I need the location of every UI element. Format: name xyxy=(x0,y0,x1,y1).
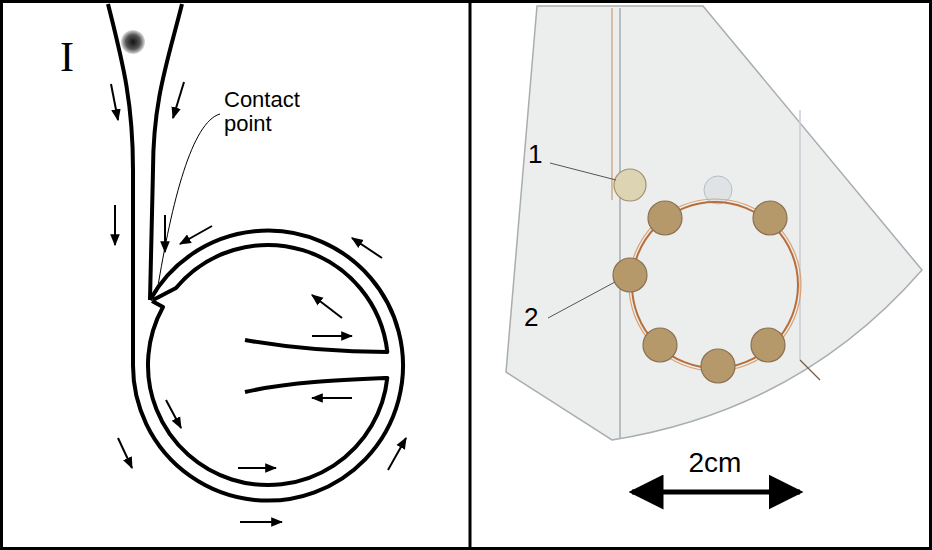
current-arrow xyxy=(111,84,118,120)
current-arrow xyxy=(388,438,406,470)
coin-disk xyxy=(753,201,787,235)
callout-number: 1 xyxy=(528,140,542,169)
current-arrow xyxy=(166,400,181,428)
coin-disk xyxy=(701,349,735,383)
plate-rib xyxy=(619,8,621,438)
current-arrow xyxy=(180,226,212,244)
current-arrow xyxy=(312,335,352,337)
callout-label: Contact point xyxy=(224,88,336,136)
inner-ring-lower xyxy=(148,301,387,485)
current-arrow xyxy=(240,521,282,523)
coin-disk xyxy=(648,201,682,235)
current-arrow xyxy=(118,438,132,468)
outer-wire xyxy=(108,4,403,501)
coin-disk xyxy=(613,258,647,292)
inner-ring-upper xyxy=(153,245,387,352)
leader-line xyxy=(548,282,615,318)
leader-line xyxy=(157,114,220,292)
current-arrow xyxy=(312,295,342,318)
leader-line xyxy=(550,163,616,180)
coin-disks xyxy=(613,201,787,383)
electron-dot xyxy=(121,30,145,54)
inner-wire xyxy=(150,4,182,300)
sample-photo xyxy=(506,6,922,440)
label-holder: I xyxy=(60,34,74,80)
current-arrow xyxy=(114,205,116,245)
coin-disk xyxy=(751,328,785,362)
current-symbol: I xyxy=(60,34,74,80)
current-arrow xyxy=(173,82,184,118)
wire-schematic xyxy=(108,4,403,501)
coin-disk xyxy=(614,169,646,201)
current-arrows xyxy=(111,82,406,522)
lead-wire xyxy=(612,8,613,200)
callout-number: 2 xyxy=(524,303,538,332)
scale-label: 2cm xyxy=(655,448,775,479)
plate-rib xyxy=(799,110,801,360)
current-arrow xyxy=(312,397,352,399)
label-holder: 1 xyxy=(528,140,542,169)
label-holder: 2 xyxy=(524,303,538,332)
current-arrow xyxy=(352,238,382,258)
label-holder: Contact point xyxy=(224,88,336,136)
lead-wire xyxy=(800,360,820,380)
label-holder: 2cm xyxy=(655,448,775,479)
scale-bar xyxy=(632,490,800,495)
current-arrow xyxy=(238,467,276,469)
copper-wire-ring xyxy=(632,202,798,368)
coin-disk xyxy=(643,328,677,362)
copper-wire-ring xyxy=(629,199,801,371)
panel-divider xyxy=(469,2,472,549)
plastic-plate xyxy=(506,6,922,440)
